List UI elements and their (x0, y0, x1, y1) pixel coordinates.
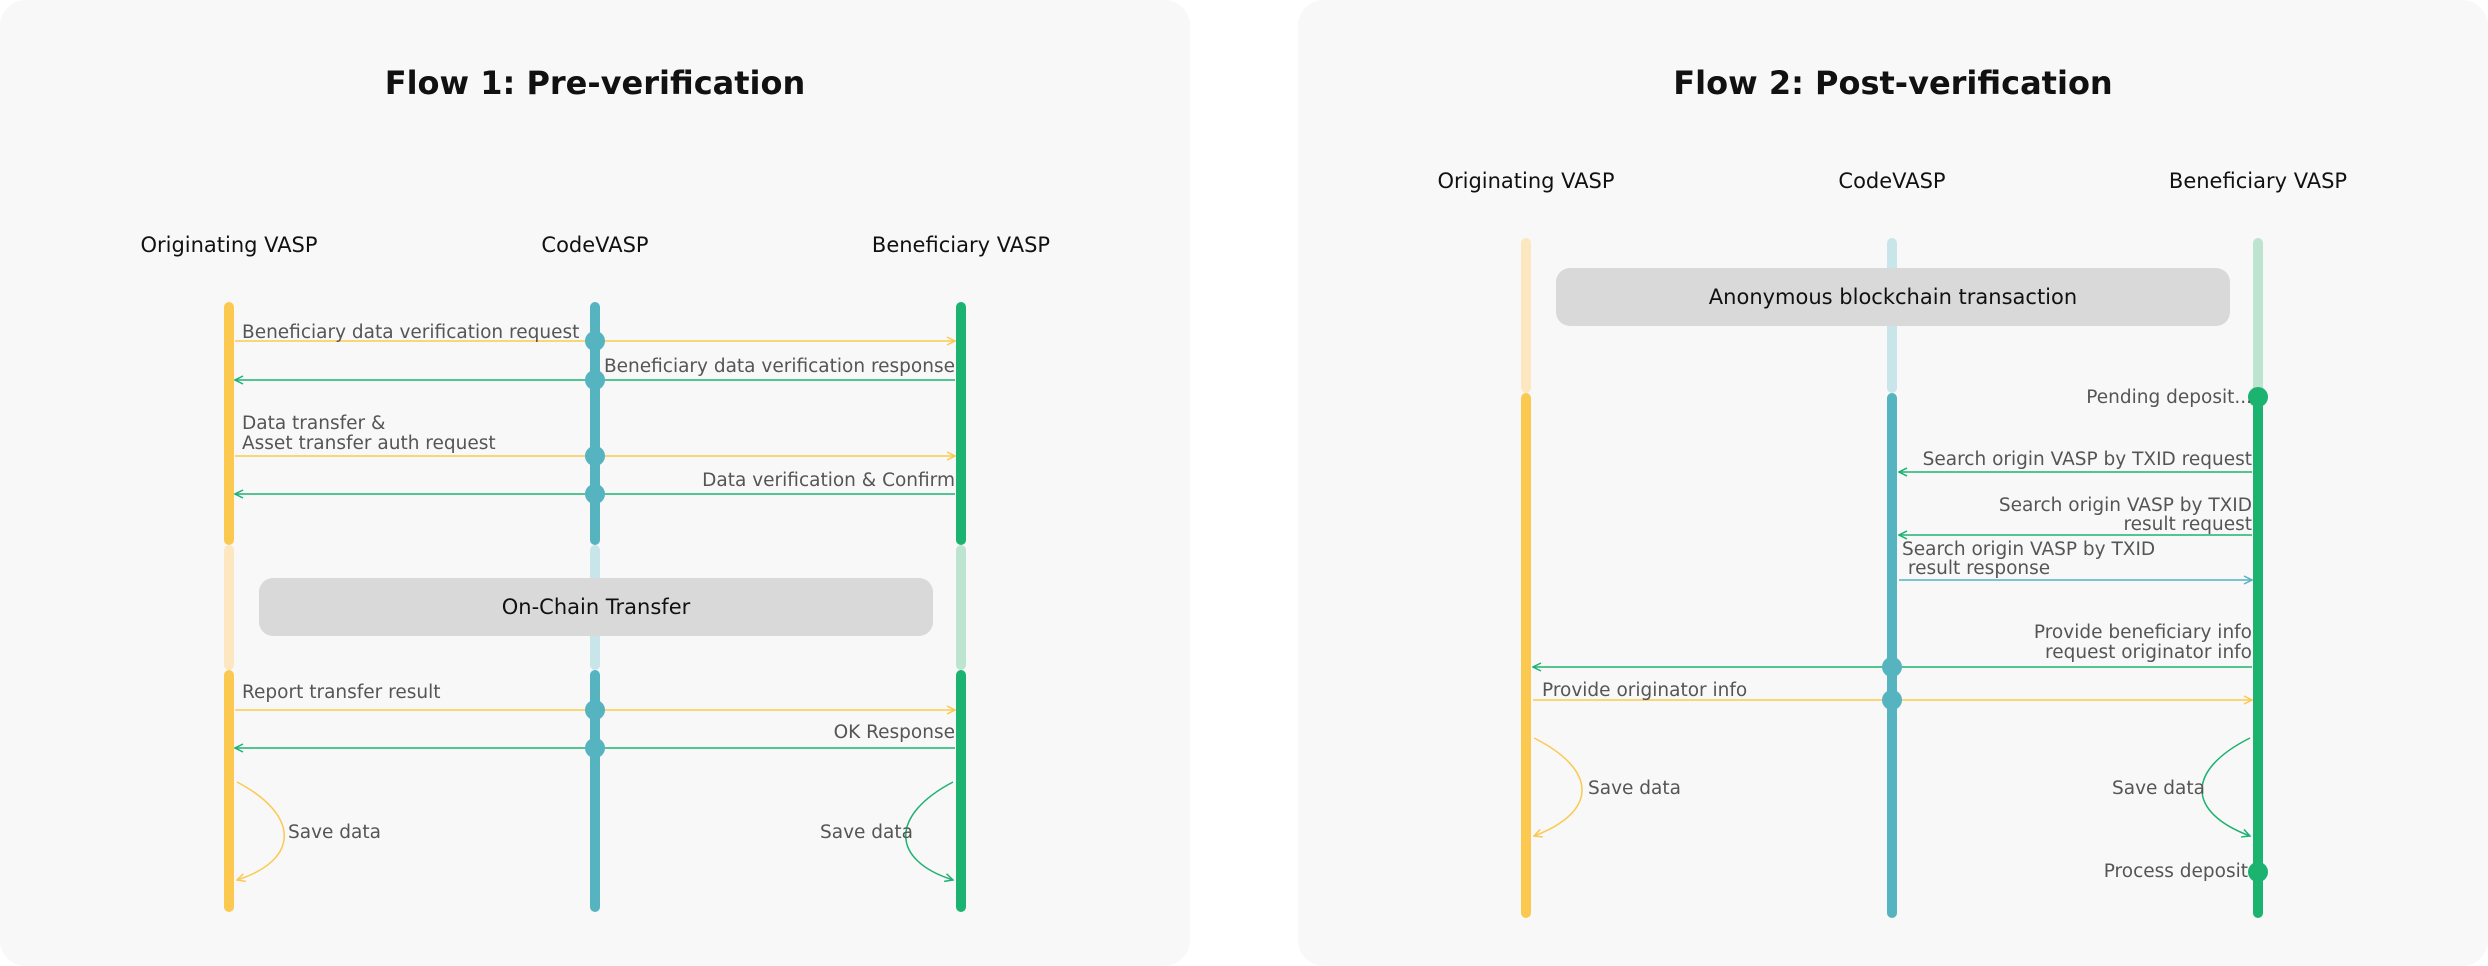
flow2-title-bold: Flow 2 (1673, 64, 1792, 102)
flow1-msg-4: Data verification & Confirm (702, 470, 955, 491)
flow1-save-arc-left (237, 781, 285, 880)
flow1-save-right: Save data (820, 822, 913, 843)
flow2-save-arc-left (1534, 737, 1583, 836)
flow1-msg-2: Beneficiary data verification response (603, 356, 955, 377)
flow2-panel: Flow 2: Post-verification Originating VA… (1298, 0, 2488, 966)
flow1-dot-1 (585, 331, 605, 351)
flow2-beneficiary-lifeline-active (2253, 398, 2263, 918)
flow2-arrows (1298, 0, 2488, 966)
flow1-onchain-box: On-Chain Transfer (259, 578, 933, 636)
flow2-process-label: Process deposit (2103, 861, 2248, 882)
flow1-msg-3a: Data transfer & (242, 413, 386, 434)
flow1-title: Flow 1: Pre-verification (0, 64, 1190, 102)
flow1-msg-6: OK Response (833, 722, 955, 743)
flow2-save-arc-right (2201, 737, 2250, 836)
flow2-beneficiary-lifeline-idle (2253, 238, 2263, 398)
flow1-title-rest: : Pre-verification (502, 64, 806, 102)
flow1-save-arc-right (905, 781, 953, 880)
flow2-process-dot (2248, 862, 2268, 882)
flow1-beneficiary-lifeline-active (956, 302, 966, 545)
flow1-msg-1: Beneficiary data verification request (242, 322, 580, 343)
flow2-msg-3a: Search origin VASP by TXID (1902, 539, 2156, 560)
flow2-msg-3b: result response (1902, 558, 2051, 579)
flow2-originating-label: Originating VASP (1437, 169, 1615, 193)
flow2-originating-lifeline-idle (1521, 238, 1531, 393)
flow1-title-bold: Flow 1 (384, 64, 503, 102)
flow1-panel: Flow 1: Pre-verification Originating VAS… (0, 0, 1190, 966)
flow1-codevasp-label: CodeVASP (541, 233, 649, 257)
flow2-codevasp-lifeline-active (1887, 393, 1897, 918)
flow2-title: Flow 2: Post-verification (1298, 64, 2488, 102)
flow2-msg-2a: Search origin VASP by TXID (1998, 495, 2252, 516)
flow2-dot-4 (1882, 657, 1902, 677)
flow1-dot-5 (585, 700, 605, 720)
flow2-title-rest: : Post-verification (1791, 64, 2113, 102)
flow2-msg-1: Search origin VASP by TXID request (1922, 449, 2252, 470)
flow1-msg-3b: Asset transfer auth request (242, 433, 496, 454)
flow1-beneficiary-label: Beneficiary VASP (871, 233, 1051, 257)
flow1-dot-4 (585, 484, 605, 504)
flow2-originating-lifeline-active (1521, 393, 1531, 918)
flow2-msg-2b: result request (2123, 514, 2252, 535)
flow1-codevasp-lifeline-active-2 (590, 670, 600, 912)
flow2-codevasp-label: CodeVASP (1838, 169, 1946, 193)
flow2-save-right: Save data (2112, 778, 2205, 799)
flow1-dot-6 (585, 738, 605, 758)
flow1-msg-5: Report transfer result (242, 682, 441, 703)
flow2-save-left: Save data (1588, 778, 1681, 799)
flow1-beneficiary-lifeline-active-2 (956, 670, 966, 912)
flow2-anonymous-box: Anonymous blockchain transaction (1556, 268, 2230, 326)
flow2-beneficiary-label: Beneficiary VASP (2168, 169, 2348, 193)
flow1-originating-lifeline-active (224, 302, 234, 545)
flow1-arrows (0, 0, 1190, 966)
flow2-pending-label: Pending deposit... (2086, 387, 2252, 408)
flow1-dot-3 (585, 446, 605, 466)
flow1-originating-label: Originating VASP (140, 233, 318, 257)
flow2-msg-4b: request originator info (2045, 642, 2252, 663)
flow2-dot-5 (1882, 690, 1902, 710)
flow1-codevasp-lifeline-active (590, 302, 600, 545)
flow1-save-left: Save data (288, 822, 381, 843)
flow2-pending-dot (2248, 387, 2268, 407)
flow2-msg-4a: Provide beneficiary info (2033, 622, 2252, 643)
flow1-originating-lifeline-active-2 (224, 670, 234, 912)
flow1-originating-lifeline-idle (224, 545, 234, 670)
flow1-beneficiary-lifeline-idle (956, 545, 966, 670)
flow2-msg-5: Provide originator info (1542, 680, 1748, 701)
flow1-dot-2 (585, 370, 605, 390)
